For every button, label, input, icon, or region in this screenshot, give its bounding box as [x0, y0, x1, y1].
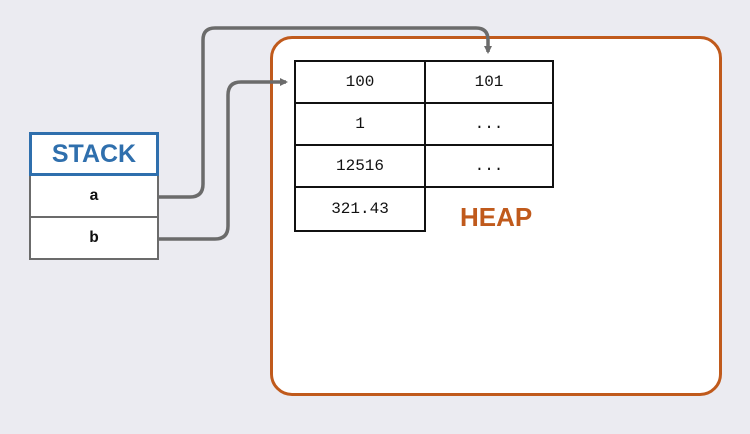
- stack-var-b: b: [29, 218, 159, 260]
- pointer-arrow-b: [159, 78, 288, 241]
- stack-title: STACK: [29, 132, 159, 176]
- heap-cell-a-2: 12516: [294, 144, 426, 188]
- heap-cell-b-1: ...: [424, 102, 554, 146]
- stack-box: STACK a b: [29, 132, 159, 260]
- heap-cell-a-1: 1: [294, 102, 426, 146]
- heap-cell-b-0: 101: [424, 60, 554, 104]
- heap-cell-a-0: 100: [294, 60, 426, 104]
- heap-cell-a-3: 321.43: [294, 186, 426, 232]
- heap-cell-b-2: ...: [424, 144, 554, 188]
- stack-var-a: a: [29, 176, 159, 218]
- heap-label: HEAP: [460, 202, 533, 232]
